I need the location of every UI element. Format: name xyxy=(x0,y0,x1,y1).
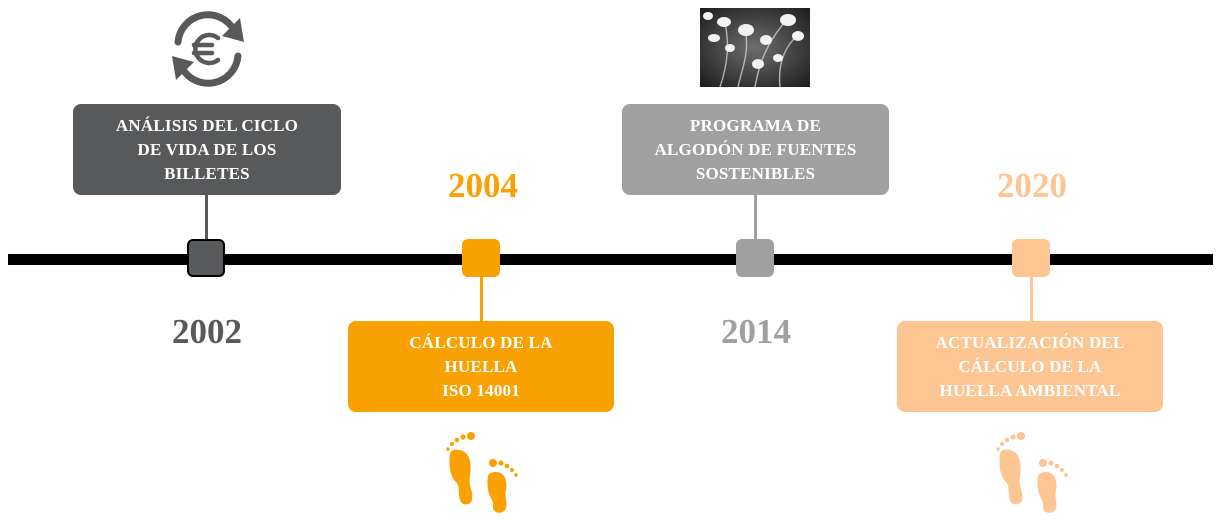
event-2004-node xyxy=(462,239,500,277)
event-2004-year: 2004 xyxy=(448,166,518,205)
event-2014-label: PROGRAMA DE ALGODÓN DE FUENTES SOSTENIBL… xyxy=(654,115,857,183)
event-2014-connector xyxy=(754,195,757,239)
event-2004-connector xyxy=(480,277,483,322)
event-2020-node xyxy=(1012,239,1050,277)
event-2020-year: 2020 xyxy=(997,166,1067,205)
event-2020-label: ACTUALIZACIÓN DEL CÁLCULO DE LA HUELLA A… xyxy=(935,332,1125,400)
event-2014-node xyxy=(736,239,774,277)
event-2002-label: ANÁLISIS DEL CICLO DE VIDA DE LOS BILLET… xyxy=(115,115,299,183)
event-2002-box: ANÁLISIS DEL CICLO DE VIDA DE LOS BILLET… xyxy=(73,104,341,195)
event-2014-year: 2014 xyxy=(721,312,791,351)
cotton-plant-photo xyxy=(700,8,810,87)
event-2004-box: CÁLCULO DE LA HUELLA ISO 14001 xyxy=(348,321,614,412)
event-2020-connector xyxy=(1030,277,1033,322)
event-2002-connector xyxy=(205,195,208,239)
footprints-icon xyxy=(446,432,518,513)
event-2004-label: CÁLCULO DE LA HUELLA ISO 14001 xyxy=(409,332,553,400)
event-2020-box: ACTUALIZACIÓN DEL CÁLCULO DE LA HUELLA A… xyxy=(897,321,1163,412)
event-2014-box: PROGRAMA DE ALGODÓN DE FUENTES SOSTENIBL… xyxy=(622,104,889,195)
footprints-icon xyxy=(996,432,1068,513)
event-2002-year: 2002 xyxy=(172,312,242,351)
timeline-axis xyxy=(8,254,1213,265)
euro-exchange-icon xyxy=(172,11,244,87)
event-2002-node xyxy=(187,239,225,277)
